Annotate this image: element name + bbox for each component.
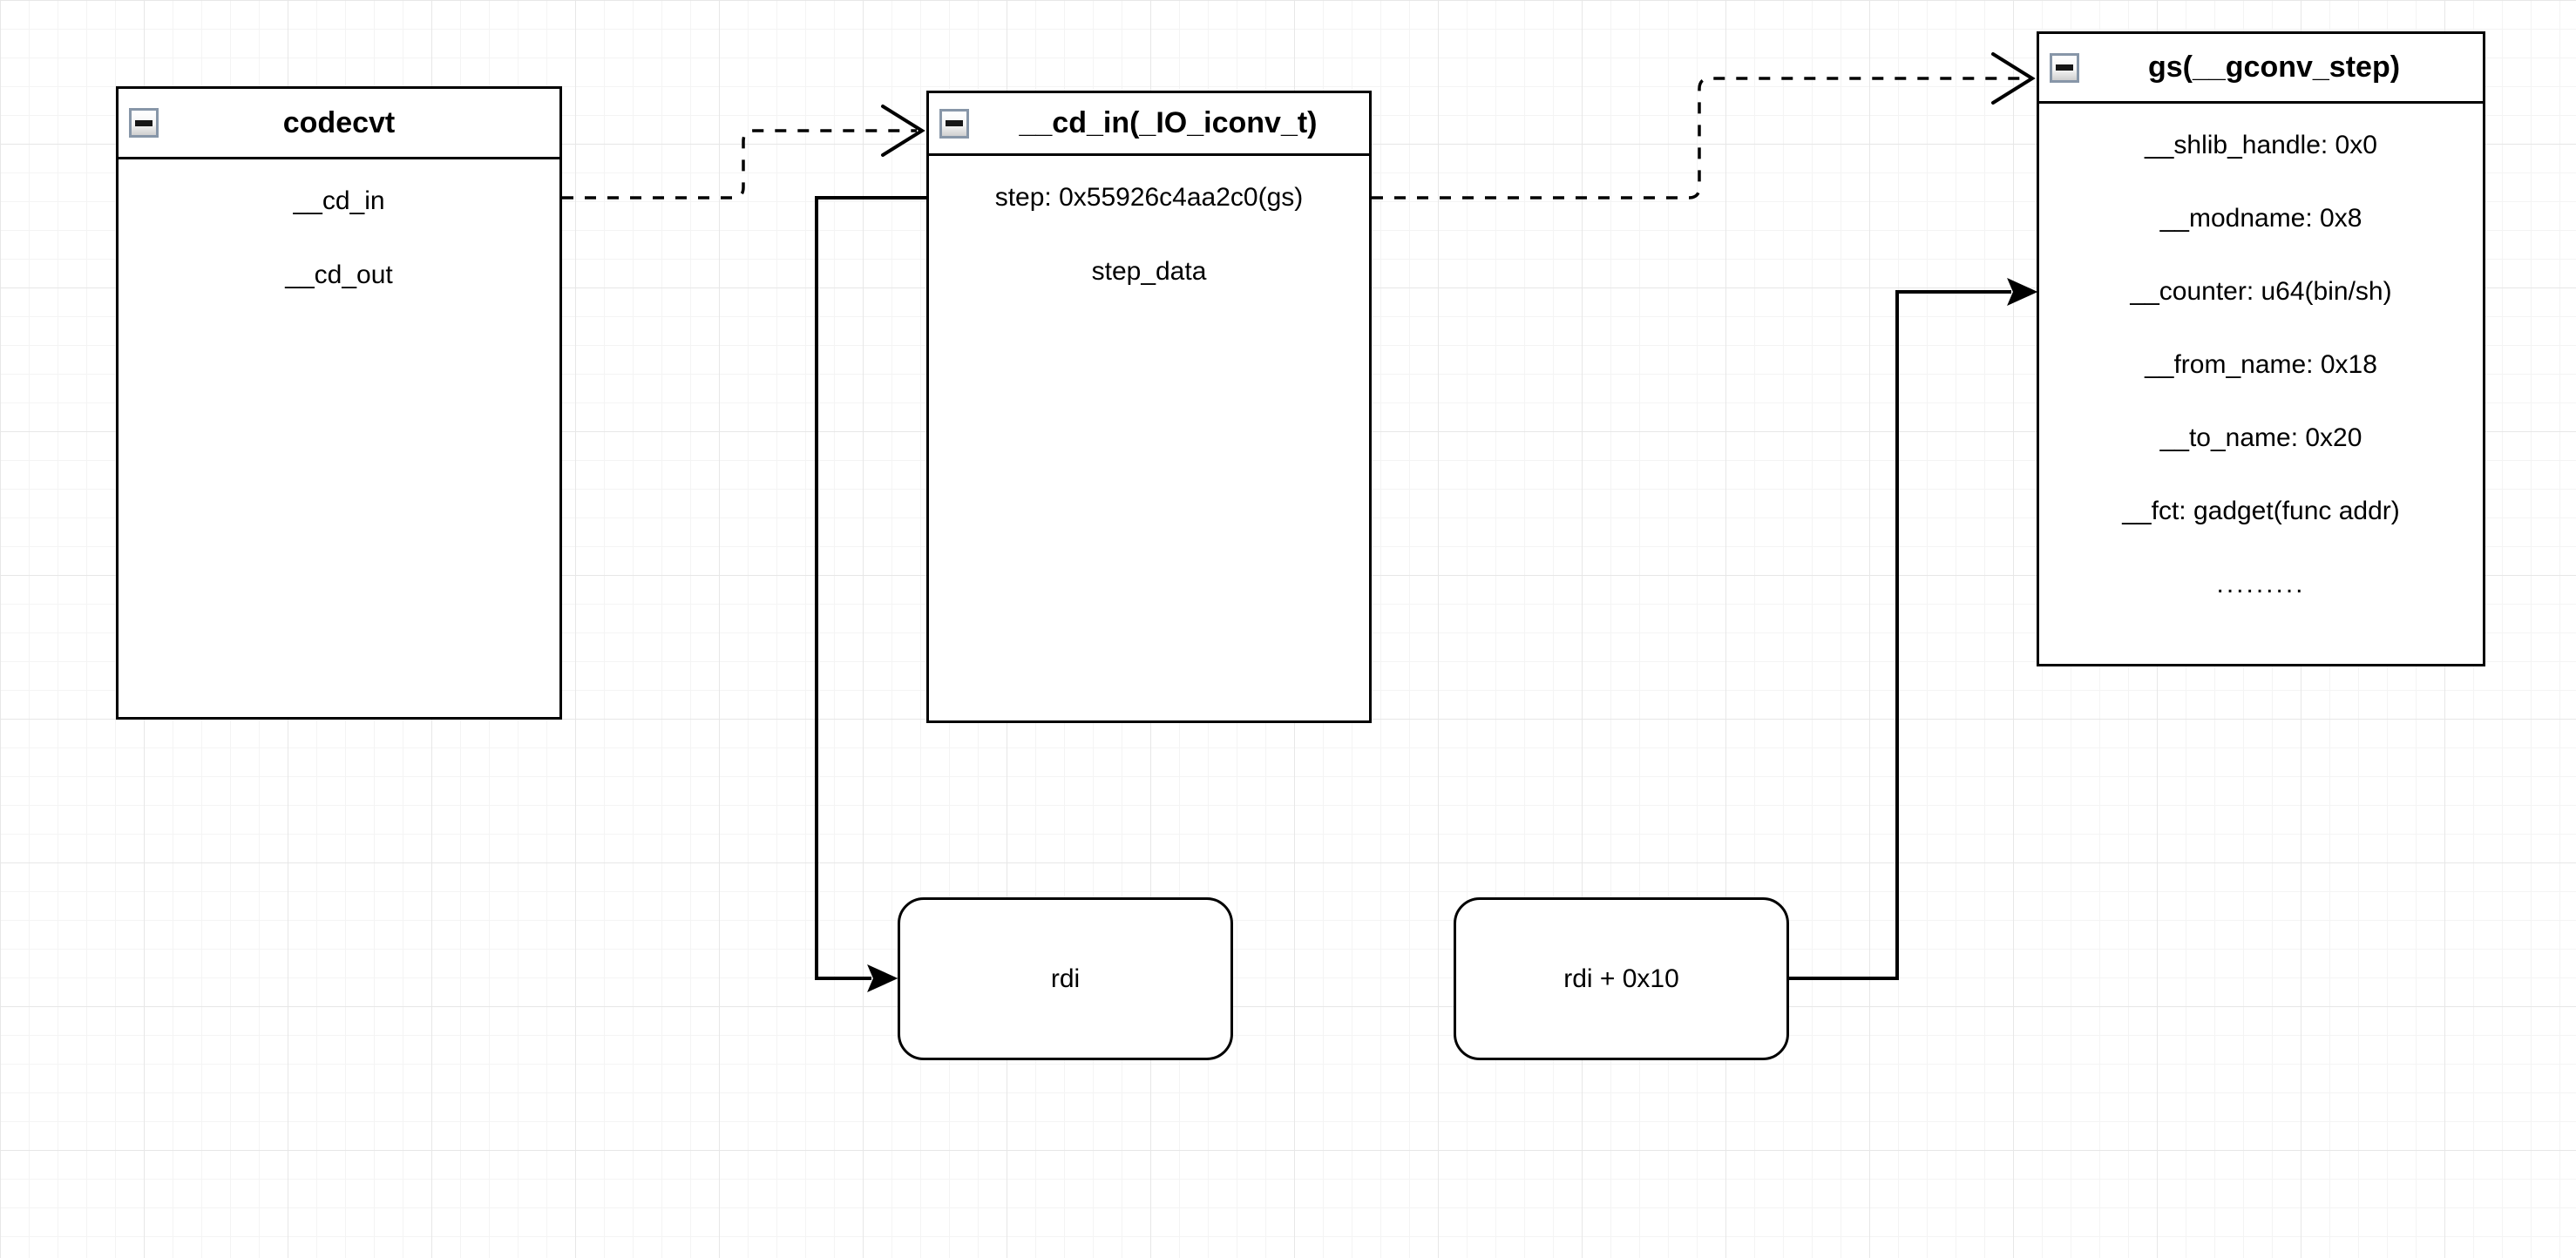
collapse-minus-icon[interactable] — [2050, 52, 2079, 83]
field-row[interactable]: step_data — [1091, 256, 1207, 286]
node-rdi-label: rdi — [1050, 964, 1081, 993]
edge-cdin-to-rdi[interactable] — [815, 196, 926, 992]
node-cd-in-header[interactable]: __cd_in(_IO_iconv_t) — [929, 93, 1369, 156]
open-arrowhead-icon — [881, 105, 925, 157]
minus-glyph — [2056, 64, 2073, 71]
node-rdi[interactable]: rdi — [898, 897, 1233, 1060]
node-codecvt-body: __cd_in __cd_out — [119, 159, 559, 312]
open-arrowhead-icon — [1991, 52, 2036, 105]
node-gconv-step[interactable]: gs(__gconv_step) __shlib_handle: 0x0 __m… — [2037, 31, 2485, 666]
edge-rdioffset-to-counter[interactable] — [1789, 278, 2038, 980]
collapse-minus-icon[interactable] — [939, 108, 969, 139]
edge-cdin-to-gconvstep[interactable] — [1372, 52, 2036, 200]
node-codecvt[interactable]: codecvt __cd_in __cd_out — [116, 86, 562, 720]
node-rdi-offset-label: rdi + 0x10 — [1563, 964, 1679, 993]
field-row[interactable]: __fct: gadget(func addr) — [2122, 497, 2400, 525]
node-title: __cd_in(_IO_iconv_t) — [1019, 106, 1318, 139]
field-row[interactable]: __cd_out — [285, 260, 393, 289]
field-row[interactable]: __from_name: 0x18 — [2145, 350, 2377, 379]
node-title: gs(__gconv_step) — [2147, 51, 2401, 84]
field-row[interactable]: __modname: 0x8 — [2159, 204, 2362, 233]
node-title: codecvt — [282, 105, 396, 139]
field-row[interactable]: __counter: u64(bin/sh) — [2130, 277, 2392, 306]
filled-arrowhead-icon — [867, 964, 898, 992]
minus-glyph — [135, 119, 153, 126]
field-row-ellipsis[interactable]: ......... — [2216, 570, 2306, 599]
field-row[interactable]: __to_name: 0x20 — [2159, 423, 2362, 452]
field-row[interactable]: __cd_in — [293, 186, 385, 215]
field-row[interactable]: step: 0x55926c4aa2c0(gs) — [994, 182, 1304, 212]
node-cd-in-body: step: 0x55926c4aa2c0(gs) step_data — [929, 156, 1369, 308]
node-cd-in[interactable]: __cd_in(_IO_iconv_t) step: 0x55926c4aa2c… — [926, 91, 1372, 723]
node-codecvt-header[interactable]: codecvt — [119, 89, 559, 159]
edge-codecvt-to-cdin[interactable] — [562, 105, 925, 200]
filled-arrowhead-icon — [2007, 278, 2038, 306]
node-gconv-step-body: __shlib_handle: 0x0 __modname: 0x8 __cou… — [2039, 104, 2483, 621]
collapse-minus-icon[interactable] — [129, 108, 159, 138]
minus-glyph — [946, 120, 963, 126]
field-row[interactable]: __shlib_handle: 0x0 — [2145, 131, 2377, 159]
node-rdi-offset[interactable]: rdi + 0x10 — [1454, 897, 1789, 1060]
node-gconv-step-header[interactable]: gs(__gconv_step) — [2039, 34, 2483, 104]
